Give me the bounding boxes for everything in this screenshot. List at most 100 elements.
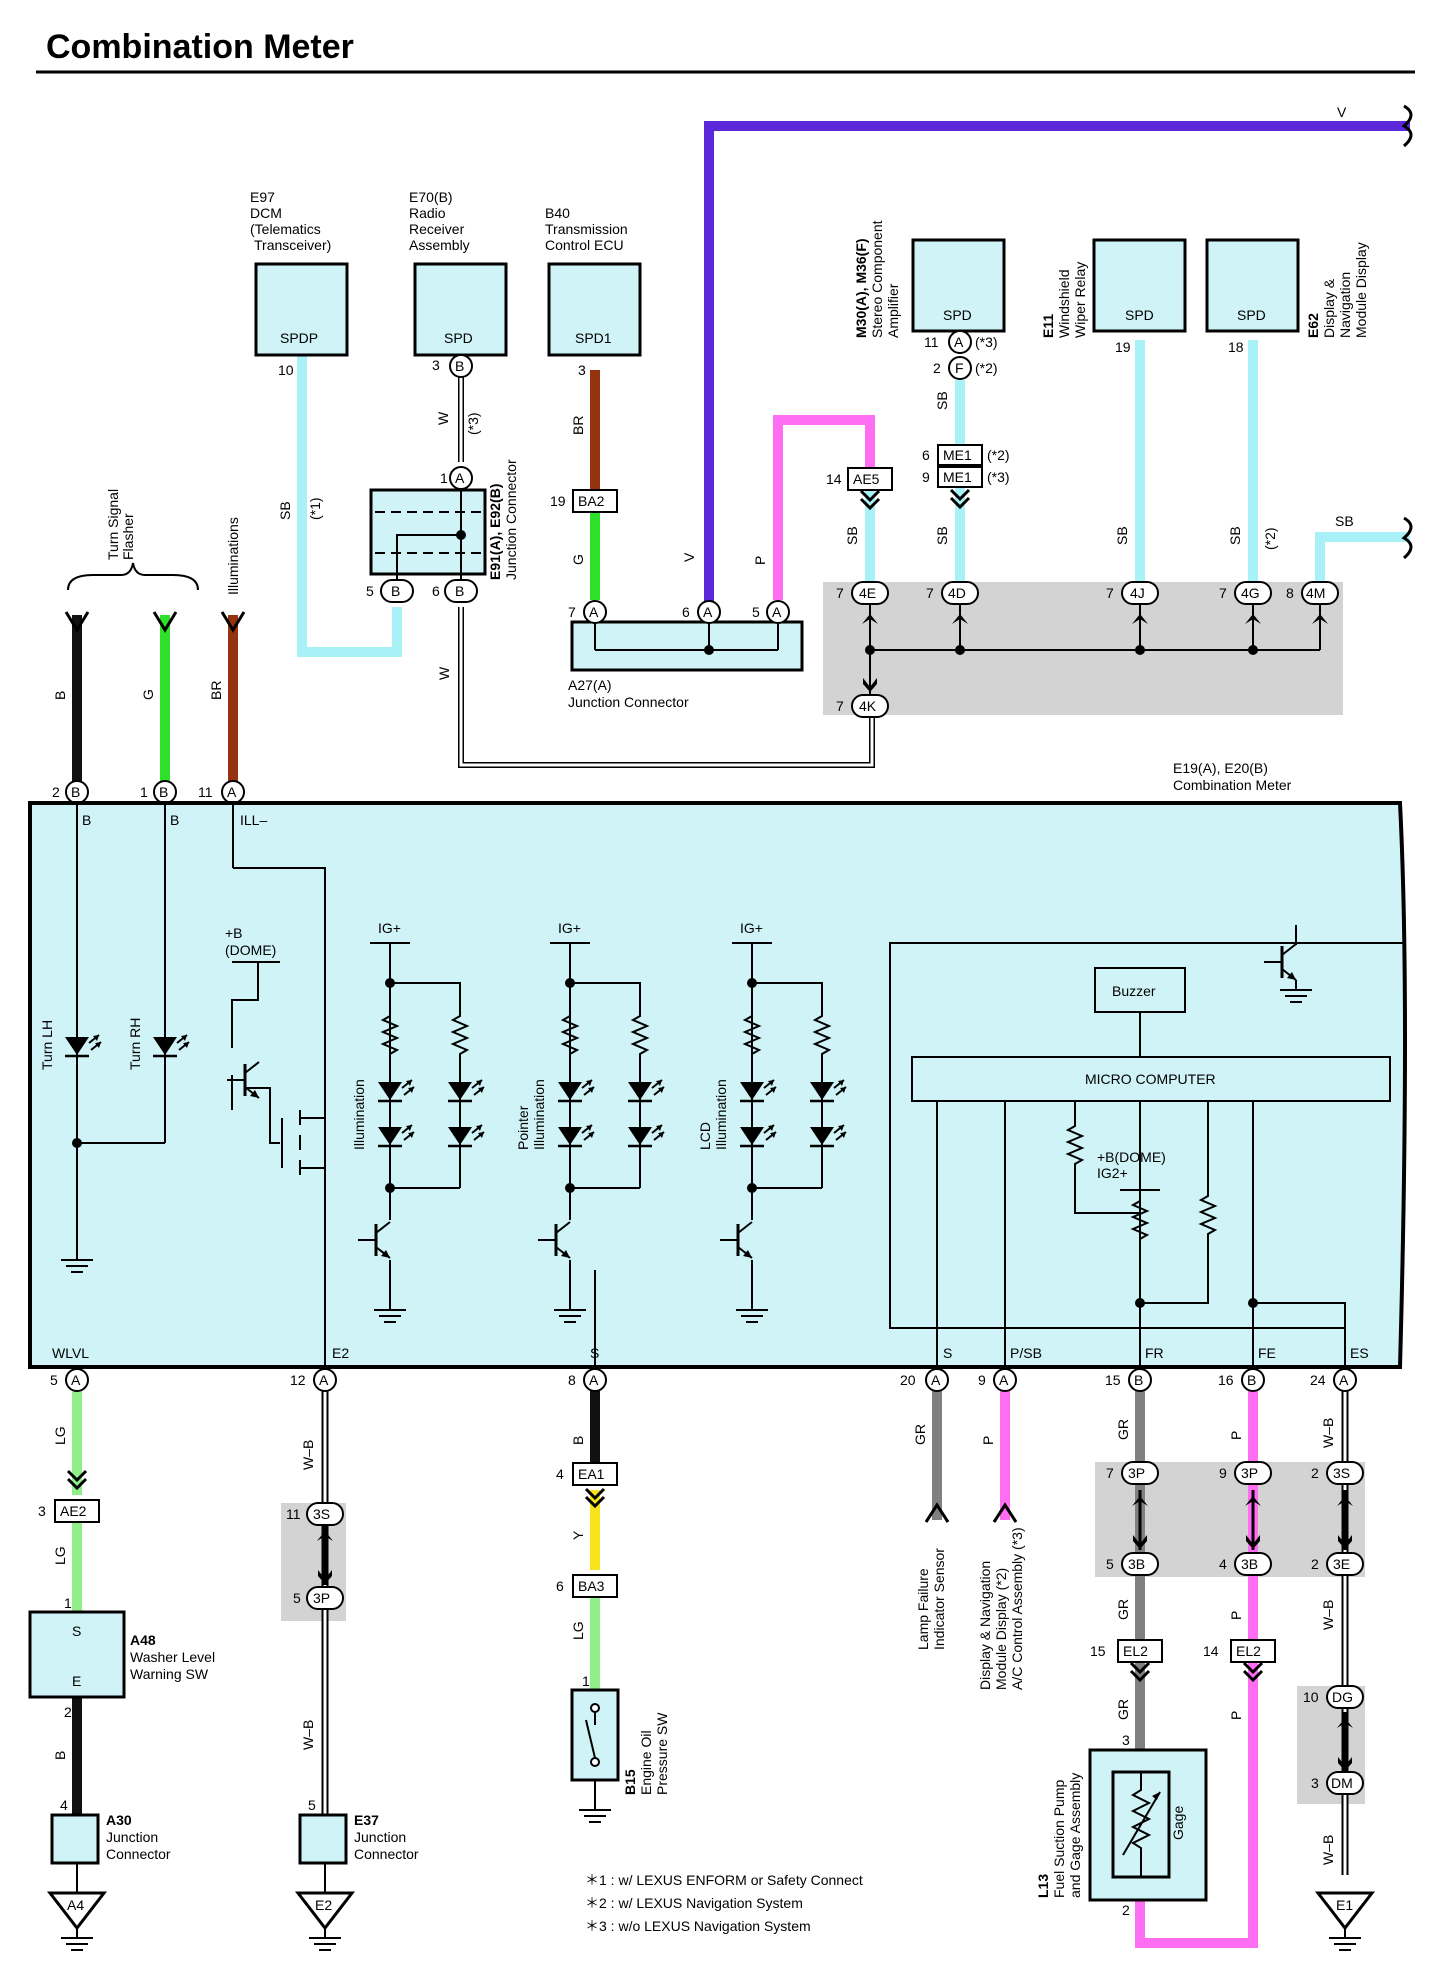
svg-text:E97: E97 bbox=[250, 189, 275, 205]
svg-text:Turn LH: Turn LH bbox=[39, 1020, 55, 1070]
svg-text:DCM: DCM bbox=[250, 205, 282, 221]
wire-label: B bbox=[570, 1436, 586, 1445]
wire-label: LG bbox=[52, 1426, 68, 1445]
wire-sb-right bbox=[1315, 532, 1410, 586]
wire-sb-e97 bbox=[297, 355, 402, 657]
wire-white bbox=[459, 607, 874, 767]
svg-text:2: 2 bbox=[64, 1704, 72, 1720]
svg-text:3P: 3P bbox=[1241, 1465, 1258, 1481]
wire-label: SB bbox=[1335, 513, 1354, 529]
svg-text:SPD: SPD bbox=[444, 330, 473, 346]
svg-text:(*2): (*2) bbox=[987, 447, 1010, 463]
component-a48: S E 1 2 A48 Washer Level Warning SW bbox=[28, 1595, 215, 1720]
svg-text:E91(A), E92(B): E91(A), E92(B) bbox=[487, 484, 503, 580]
svg-text:3: 3 bbox=[432, 357, 440, 373]
wire-label: P bbox=[752, 556, 768, 565]
label-display: Display & Navigation bbox=[977, 1561, 993, 1690]
svg-text:IG+: IG+ bbox=[558, 920, 581, 936]
svg-text:7: 7 bbox=[836, 585, 844, 601]
svg-text:3: 3 bbox=[1122, 1732, 1130, 1748]
label-lamp-failure: Indicator Sensor bbox=[931, 1548, 947, 1650]
svg-text:Navigation: Navigation bbox=[1337, 272, 1353, 338]
meter-junction-dots bbox=[72, 978, 1258, 1308]
svg-text:FE: FE bbox=[1258, 1345, 1276, 1361]
wire-p-l13 bbox=[1135, 1390, 1258, 1948]
svg-text:Control ECU: Control ECU bbox=[545, 237, 624, 253]
wire-label: P bbox=[1228, 1711, 1244, 1720]
svg-text:(*3): (*3) bbox=[975, 334, 998, 350]
ig-rails bbox=[232, 942, 1160, 1191]
svg-text:B: B bbox=[82, 812, 91, 828]
svg-text:19: 19 bbox=[550, 493, 566, 509]
component-l13: 3 2 Gage L13 Fuel Suction Pump and Gage … bbox=[1035, 1732, 1208, 1918]
svg-text:and Gage Assembly: and Gage Assembly bbox=[1067, 1773, 1083, 1898]
wire-label: LG bbox=[52, 1546, 68, 1565]
svg-text:A: A bbox=[772, 604, 782, 620]
svg-text:S: S bbox=[72, 1623, 81, 1639]
page-title: Combination Meter bbox=[46, 28, 354, 66]
label-illuminations: Illuminations bbox=[225, 517, 241, 595]
svg-text:B15: B15 bbox=[622, 1769, 638, 1795]
svg-text:E2: E2 bbox=[315, 1897, 332, 1913]
svg-text:2: 2 bbox=[52, 784, 60, 800]
svg-text:4: 4 bbox=[60, 1797, 68, 1813]
wire-label: BR bbox=[208, 681, 224, 700]
svg-text:9: 9 bbox=[978, 1372, 986, 1388]
svg-text:15: 15 bbox=[1105, 1372, 1121, 1388]
svg-text:1: 1 bbox=[440, 470, 448, 486]
wire-label: B bbox=[52, 1751, 68, 1760]
svg-text:6: 6 bbox=[922, 447, 930, 463]
svg-text:Warning SW: Warning SW bbox=[130, 1666, 209, 1682]
wire-label: GR bbox=[1115, 1699, 1131, 1720]
svg-text:4E: 4E bbox=[859, 585, 876, 601]
svg-text:A: A bbox=[1339, 1372, 1349, 1388]
svg-text:1: 1 bbox=[140, 784, 148, 800]
wire-label: (*3) bbox=[465, 412, 481, 435]
footnote-1: ＊1 : w/ LEXUS ENFORM or Safety Connect bbox=[585, 1872, 863, 1888]
component-e97: E97 DCM (Telematics Transceiver) SPDP 10 bbox=[250, 189, 349, 378]
svg-text:Transceiver): Transceiver) bbox=[254, 237, 331, 253]
svg-text:4: 4 bbox=[1219, 1556, 1227, 1572]
svg-text:15: 15 bbox=[1090, 1643, 1106, 1659]
svg-text:B: B bbox=[1247, 1372, 1256, 1388]
wire-label: P bbox=[1228, 1431, 1244, 1440]
wire-label: W–B bbox=[1320, 1600, 1336, 1630]
svg-text:2: 2 bbox=[1311, 1556, 1319, 1572]
svg-text:ES: ES bbox=[1350, 1345, 1369, 1361]
svg-text:Engine Oil: Engine Oil bbox=[638, 1730, 654, 1795]
wire-label: (*2) bbox=[1262, 527, 1278, 550]
component-a30: 4 A30 Junction Connector A4 bbox=[46, 1797, 171, 1951]
svg-text:Junction Connector: Junction Connector bbox=[568, 694, 689, 710]
svg-text:3P: 3P bbox=[313, 1590, 330, 1606]
svg-text:Illumination: Illumination bbox=[531, 1079, 547, 1150]
svg-text:DM: DM bbox=[1331, 1775, 1353, 1791]
svg-text:4K: 4K bbox=[859, 698, 877, 714]
svg-text:11: 11 bbox=[198, 784, 213, 800]
svg-text:WLVL: WLVL bbox=[52, 1345, 89, 1361]
svg-text:5: 5 bbox=[366, 583, 374, 599]
wire-label: (*1) bbox=[307, 497, 323, 520]
svg-text:3B: 3B bbox=[1128, 1556, 1145, 1572]
svg-text:5: 5 bbox=[50, 1372, 58, 1388]
svg-text:A: A bbox=[954, 334, 964, 350]
svg-text:7: 7 bbox=[1106, 585, 1114, 601]
svg-text:8: 8 bbox=[1286, 585, 1294, 601]
svg-text:Junction Connector: Junction Connector bbox=[503, 459, 519, 580]
wire-label: SB bbox=[1227, 526, 1243, 545]
wire-label: W–B bbox=[1320, 1835, 1336, 1865]
svg-text:4M: 4M bbox=[1306, 585, 1325, 601]
svg-text:8: 8 bbox=[568, 1372, 576, 1388]
wire-pink-top bbox=[773, 415, 875, 600]
svg-text:B: B bbox=[455, 583, 464, 599]
label-e19: E19(A), E20(B) bbox=[1173, 760, 1268, 776]
svg-text:(*2): (*2) bbox=[975, 360, 998, 376]
svg-text:24: 24 bbox=[1310, 1372, 1326, 1388]
svg-text:M30(A), M36(F): M30(A), M36(F) bbox=[853, 238, 869, 338]
svg-text:3B: 3B bbox=[1241, 1556, 1258, 1572]
svg-text:6: 6 bbox=[432, 583, 440, 599]
svg-text:L13: L13 bbox=[1035, 1874, 1051, 1898]
svg-text:E62: E62 bbox=[1305, 313, 1321, 338]
svg-text:14: 14 bbox=[1203, 1643, 1219, 1659]
svg-text:5: 5 bbox=[752, 604, 760, 620]
